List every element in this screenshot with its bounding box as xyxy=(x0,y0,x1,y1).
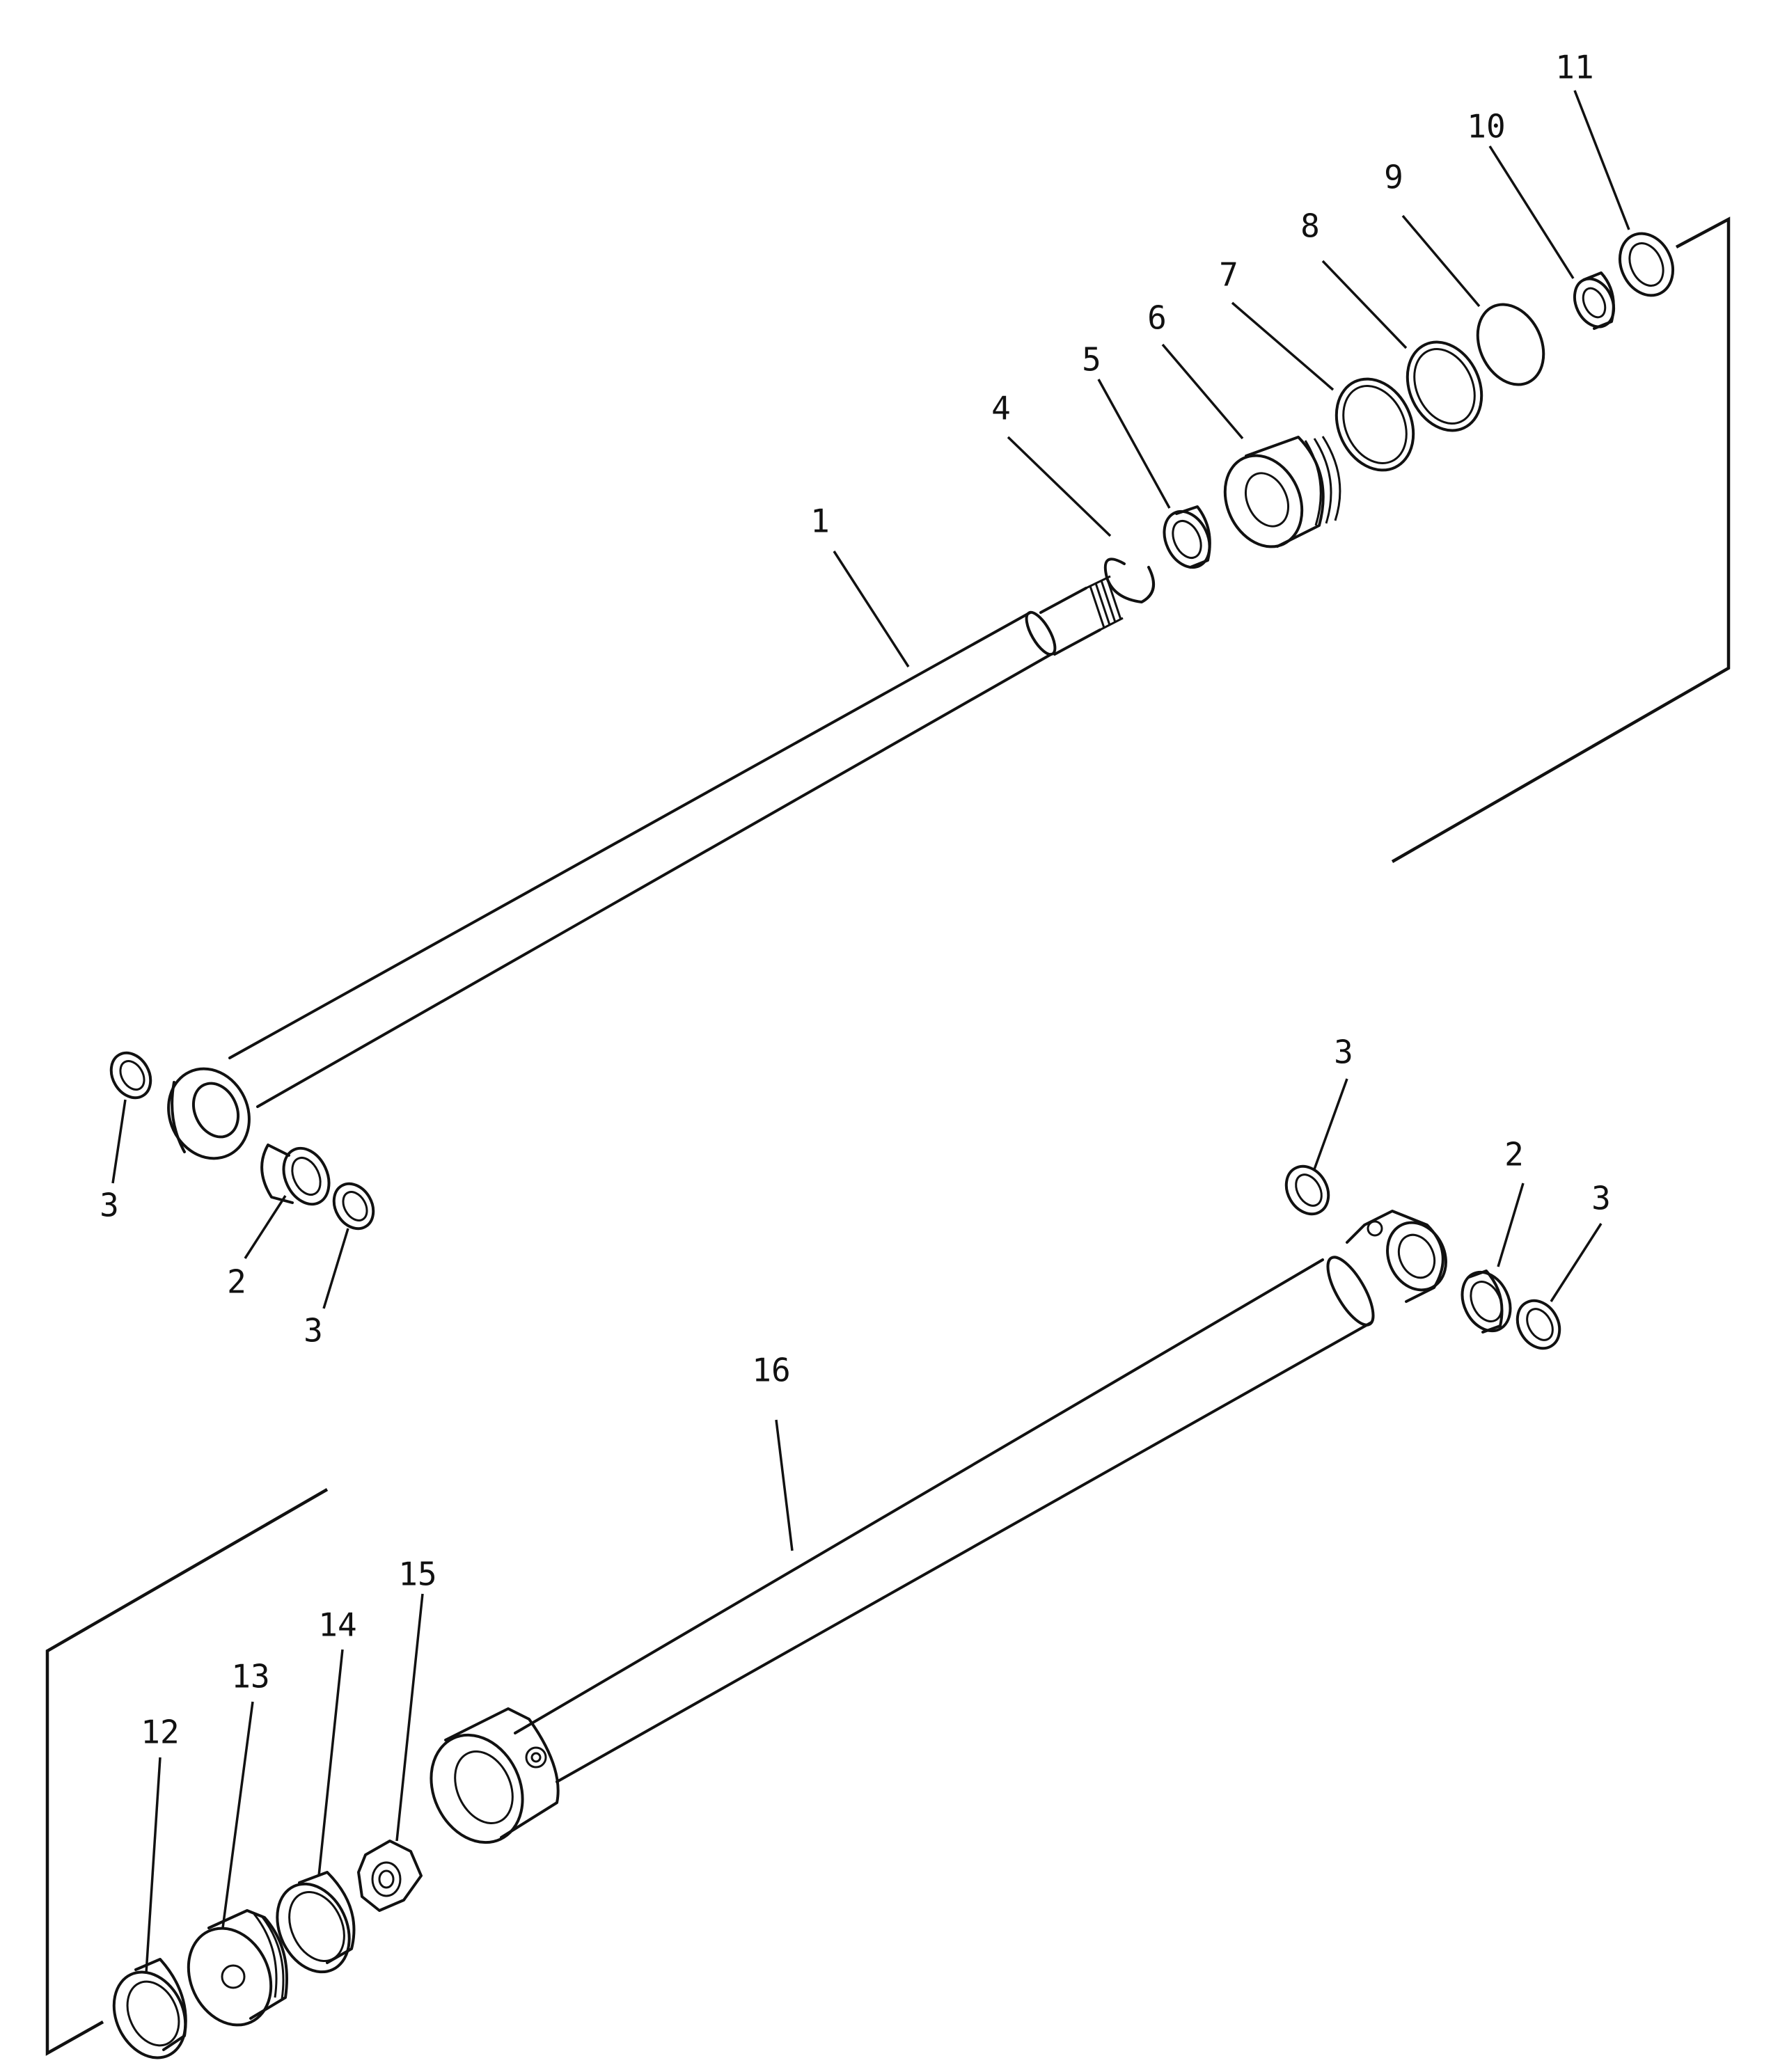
callout-10: 10 xyxy=(1467,108,1505,145)
callout-7: 7 xyxy=(1219,256,1238,294)
part-1-piston-rod xyxy=(167,575,1124,1160)
part-9-o-ring xyxy=(1476,303,1545,386)
part-5-rod-seal xyxy=(1163,505,1211,569)
part-8-ring xyxy=(1406,340,1483,432)
callout-6: 6 xyxy=(1147,299,1167,337)
callout-15: 15 xyxy=(398,1556,436,1593)
lower-frame-bracket xyxy=(45,1488,329,2056)
part-3-seal-right-top xyxy=(1284,1164,1330,1216)
part-13-piston xyxy=(187,1909,288,2027)
callout-3-right-top: 3 xyxy=(1334,1034,1353,1071)
callout-3-left-top: 3 xyxy=(100,1187,119,1224)
callout-1: 1 xyxy=(810,503,830,540)
upper-frame-bracket xyxy=(1391,216,1731,863)
callout-2-right: 2 xyxy=(1504,1136,1524,1173)
part-3-seal-left-bottom xyxy=(332,1182,375,1231)
callout-9: 9 xyxy=(1384,159,1403,196)
part-10-bushing xyxy=(1573,271,1616,330)
callout-14: 14 xyxy=(318,1606,356,1644)
callout-16: 16 xyxy=(752,1352,790,1389)
callout-5: 5 xyxy=(1082,341,1101,379)
part-7-backup-ring xyxy=(1335,377,1415,472)
part-2-bushing-left xyxy=(260,1144,331,1206)
part-16-cylinder-tube xyxy=(430,1210,1447,1844)
callout-13: 13 xyxy=(231,1658,269,1695)
callout-3-left-bottom: 3 xyxy=(304,1312,323,1350)
callout-8: 8 xyxy=(1300,207,1320,245)
callout-4: 4 xyxy=(991,390,1011,427)
part-3-seal-left-top xyxy=(109,1051,152,1100)
part-6-cylinder-head xyxy=(1223,436,1341,548)
part-11-dust-seal xyxy=(1619,232,1674,297)
callout-12: 12 xyxy=(141,1714,179,1751)
callout-11: 11 xyxy=(1555,49,1593,86)
part-3-seal-right-mid xyxy=(1516,1299,1561,1350)
leader-lines xyxy=(111,90,1630,1974)
part-14-wear-ring xyxy=(276,1871,356,1974)
callout-3-right-mid: 3 xyxy=(1591,1180,1611,1217)
part-15-nut xyxy=(357,1840,423,1912)
part-4-snap-ring xyxy=(1103,557,1155,603)
callout-2-left: 2 xyxy=(227,1263,246,1301)
part-2-bushing-right xyxy=(1461,1270,1512,1334)
callout-labels: 1 4 5 6 7 8 9 10 11 3 2 3 3 2 3 16 15 14… xyxy=(100,49,1611,1751)
part-12-piston-seal xyxy=(112,1958,187,2059)
